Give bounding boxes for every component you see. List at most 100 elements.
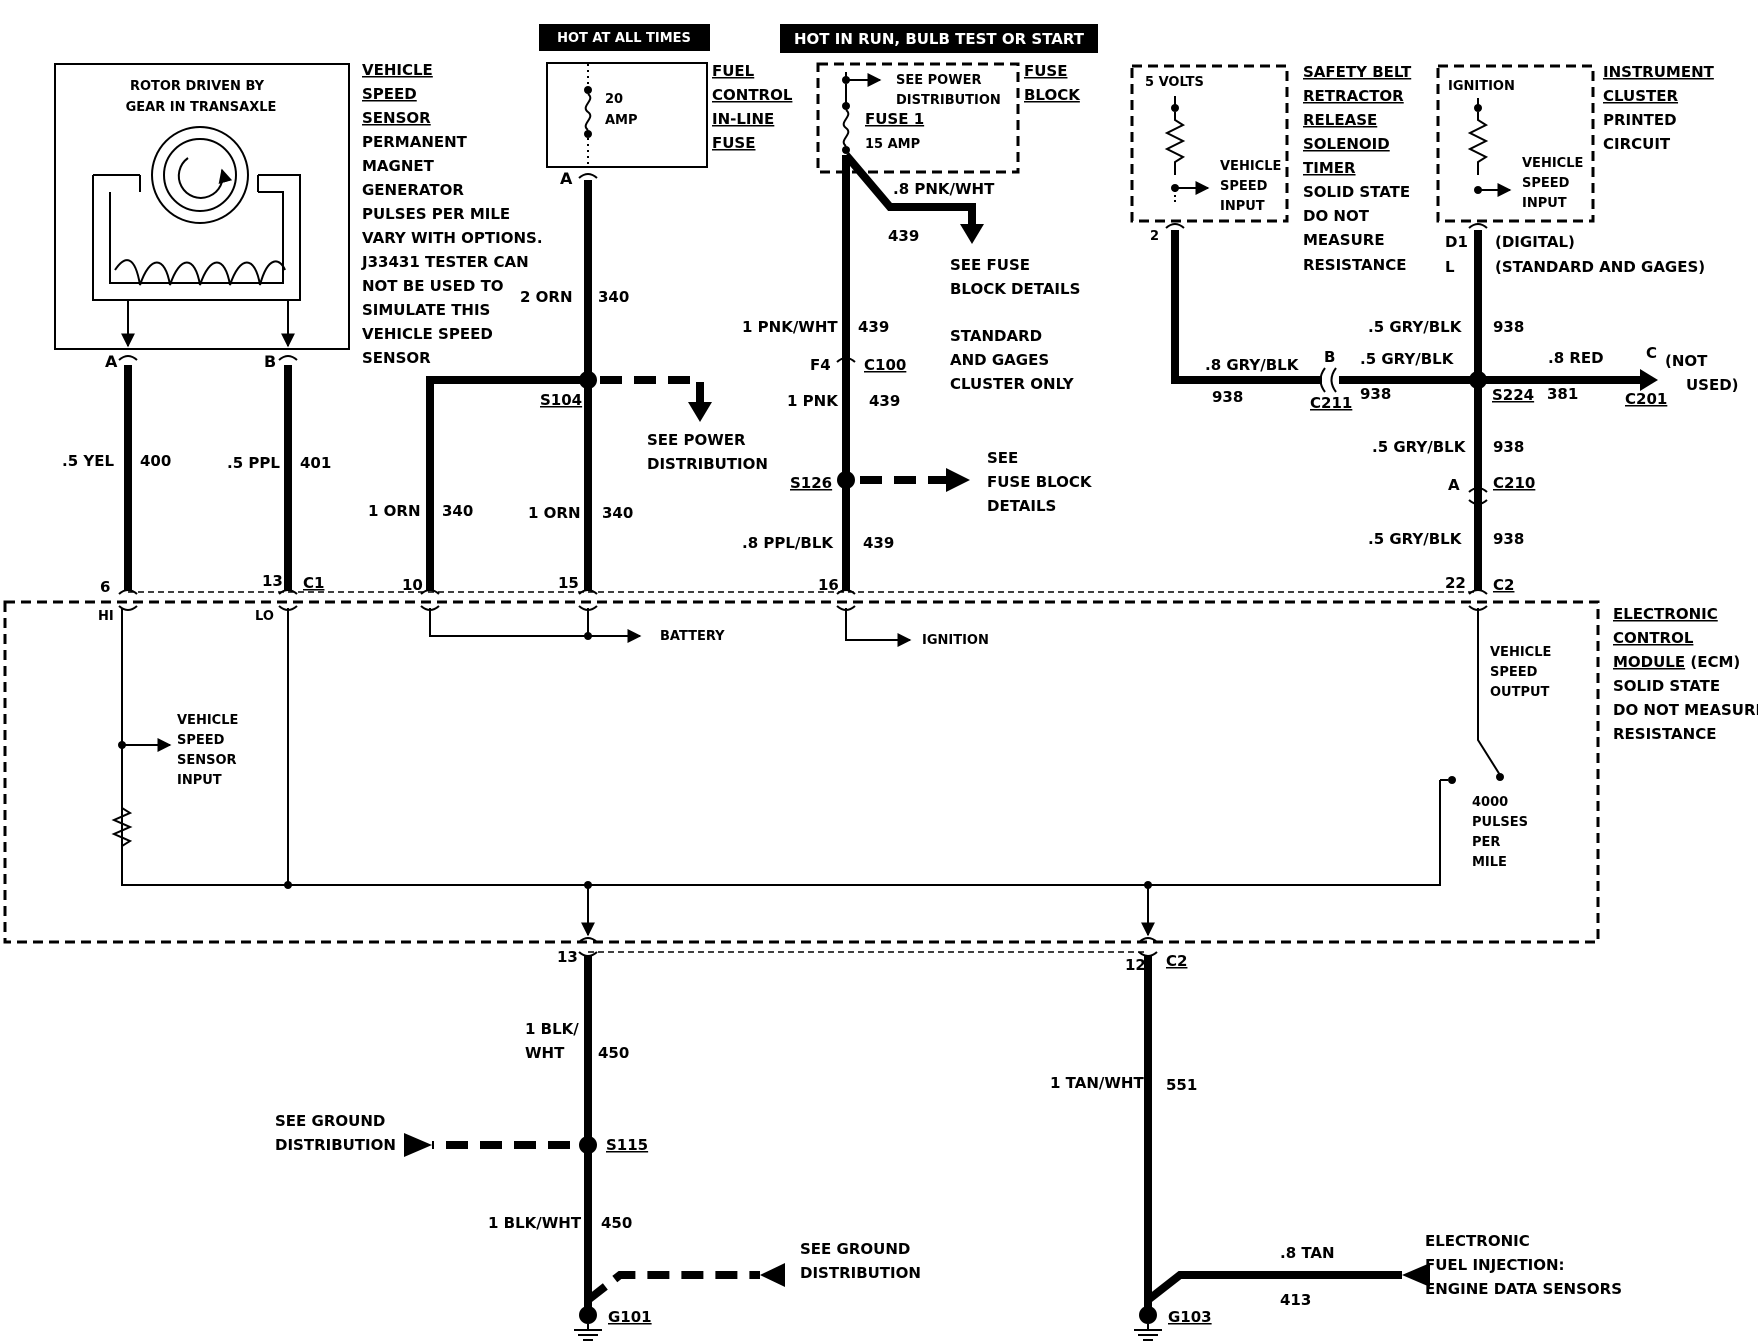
svg-text:CONTROL: CONTROL: [1613, 629, 1694, 647]
svg-text:2 ORN: 2 ORN: [520, 288, 573, 306]
svg-text:MAGNET: MAGNET: [362, 157, 435, 175]
svg-text:PERMANENT: PERMANENT: [362, 133, 468, 151]
svg-text:SEE: SEE: [987, 449, 1018, 467]
svg-text:TIMER: TIMER: [1303, 159, 1356, 177]
svg-text:PULSES PER MILE: PULSES PER MILE: [362, 205, 510, 223]
svg-text:VEHICLE: VEHICLE: [1220, 159, 1281, 174]
svg-text:938: 938: [1493, 530, 1524, 548]
svg-text:C2: C2: [1493, 576, 1514, 594]
svg-text:.8 RED: .8 RED: [1548, 349, 1604, 367]
svg-text:1 PNK/WHT: 1 PNK/WHT: [742, 318, 838, 336]
svg-text:12: 12: [1125, 956, 1146, 974]
svg-text:VEHICLE: VEHICLE: [362, 61, 433, 79]
svg-text:439: 439: [869, 392, 900, 410]
wire-400: .5 YEL 400: [62, 355, 171, 590]
svg-text:SEE FUSE: SEE FUSE: [950, 256, 1030, 274]
svg-text:DISTRIBUTION: DISTRIBUTION: [275, 1136, 396, 1154]
svg-text:S126: S126: [790, 474, 832, 492]
svg-text:DETAILS: DETAILS: [987, 497, 1056, 515]
svg-text:SEE POWER: SEE POWER: [896, 73, 981, 88]
svg-text:DISTRIBUTION: DISTRIBUTION: [896, 93, 1001, 108]
svg-text:SENSOR: SENSOR: [177, 753, 237, 768]
svg-text:SOLID STATE: SOLID STATE: [1613, 677, 1720, 695]
svg-text:SOLENOID: SOLENOID: [1303, 135, 1390, 153]
svg-text:SPEED: SPEED: [1522, 176, 1570, 191]
svg-text:AMP: AMP: [605, 113, 638, 128]
svg-text:340: 340: [598, 288, 629, 306]
svg-text:.5 GRY/BLK: .5 GRY/BLK: [1368, 530, 1463, 548]
svg-text:PRINTED: PRINTED: [1603, 111, 1677, 129]
svg-text:GENERATOR: GENERATOR: [362, 181, 464, 199]
svg-text:RESISTANCE: RESISTANCE: [1303, 256, 1406, 274]
svg-text:HI: HI: [98, 609, 114, 624]
svg-text:SENSOR: SENSOR: [362, 349, 431, 367]
svg-text:6: 6: [100, 578, 110, 596]
svg-text:.5 YEL: .5 YEL: [62, 452, 114, 470]
svg-text:AND GAGES: AND GAGES: [950, 351, 1049, 369]
svg-text:BLOCK DETAILS: BLOCK DETAILS: [950, 280, 1080, 298]
svg-text:DISTRIBUTION: DISTRIBUTION: [647, 455, 768, 473]
svg-text:BATTERY: BATTERY: [660, 629, 725, 644]
svg-text:4000: 4000: [1472, 795, 1508, 810]
svg-text:13: 13: [262, 572, 283, 590]
svg-text:SEE POWER: SEE POWER: [647, 431, 746, 449]
svg-text:DO NOT MEASURE: DO NOT MEASURE: [1613, 701, 1758, 719]
svg-text:(DIGITAL): (DIGITAL): [1495, 233, 1575, 251]
svg-text:SENSOR: SENSOR: [362, 109, 431, 127]
svg-text:.8 TAN: .8 TAN: [1280, 1244, 1335, 1262]
svg-text:CONTROL: CONTROL: [712, 86, 793, 104]
svg-text:381: 381: [1547, 385, 1578, 403]
svg-text:FUSE BLOCK: FUSE BLOCK: [987, 473, 1093, 491]
svg-text:16: 16: [818, 576, 839, 594]
svg-text:.5 GRY/BLK: .5 GRY/BLK: [1372, 438, 1467, 456]
svg-text:PER: PER: [1472, 835, 1500, 850]
svg-text:MODULE (ECM): MODULE (ECM): [1613, 653, 1740, 671]
svg-text:J33431 TESTER CAN: J33431 TESTER CAN: [361, 253, 529, 271]
wire-439: .8 PNK/WHT 439 SEE FUSE BLOCK DETAILS ST…: [742, 152, 1093, 590]
svg-text:938: 938: [1493, 438, 1524, 456]
svg-text:.5 PPL: .5 PPL: [227, 454, 280, 472]
svg-text:S115: S115: [606, 1136, 648, 1154]
svg-text:L: L: [1445, 258, 1455, 276]
svg-text:450: 450: [598, 1044, 629, 1062]
svg-text:A: A: [560, 169, 573, 188]
svg-text:MILE: MILE: [1472, 855, 1507, 870]
svg-text:ELECTRONIC: ELECTRONIC: [1613, 605, 1718, 623]
svg-text:VEHICLE: VEHICLE: [177, 713, 238, 728]
svg-text:15: 15: [558, 574, 579, 592]
svg-text:HOT AT ALL TIMES: HOT AT ALL TIMES: [557, 31, 691, 46]
svg-text:STANDARD: STANDARD: [950, 327, 1042, 345]
svg-text:20: 20: [605, 92, 623, 107]
ecm-module: 6 13 C1 10 15 16 22 C2 HI LO BATTERY IGN…: [3, 572, 1758, 957]
svg-text:BLOCK: BLOCK: [1024, 86, 1081, 104]
svg-text:D1: D1: [1445, 233, 1468, 251]
svg-text:B: B: [264, 352, 276, 371]
svg-text:ELECTRONIC: ELECTRONIC: [1425, 1232, 1530, 1250]
svg-text:450: 450: [601, 1214, 632, 1232]
svg-text:RELEASE: RELEASE: [1303, 111, 1377, 129]
safety-belt-timer: 5 VOLTS VEHICLE SPEED INPUT 2 SAFETY BEL…: [1130, 63, 1412, 274]
fuel-control-fuse: 20 AMP FUEL CONTROL IN-LINE FUSE A: [546, 62, 793, 188]
ground-g103: G103: [1134, 1306, 1212, 1341]
svg-text:938: 938: [1493, 318, 1524, 336]
svg-text:LO: LO: [255, 609, 274, 624]
svg-text:IGNITION: IGNITION: [922, 633, 989, 648]
svg-text:FUSE 1: FUSE 1: [865, 110, 924, 128]
svg-text:401: 401: [300, 454, 331, 472]
ground-g101: G101: [574, 1306, 652, 1341]
svg-text:CIRCUIT: CIRCUIT: [1603, 135, 1671, 153]
svg-text:.8 GRY/BLK: .8 GRY/BLK: [1205, 356, 1300, 374]
svg-text:1 BLK/: 1 BLK/: [525, 1020, 579, 1038]
svg-text:ENGINE DATA SENSORS: ENGINE DATA SENSORS: [1425, 1280, 1622, 1298]
svg-text:SEE GROUND: SEE GROUND: [275, 1112, 385, 1130]
svg-text:C201: C201: [1625, 390, 1667, 408]
svg-text:C1: C1: [303, 574, 324, 592]
svg-text:NOT BE USED TO: NOT BE USED TO: [362, 277, 504, 295]
svg-text:B: B: [1324, 348, 1335, 366]
instrument-cluster: IGNITION VEHICLE SPEED INPUT D1 L (DIGIT…: [1436, 63, 1715, 276]
svg-text:439: 439: [858, 318, 889, 336]
svg-text:SPEED: SPEED: [177, 733, 225, 748]
svg-text:22: 22: [1445, 574, 1466, 592]
svg-text:C2: C2: [1166, 952, 1187, 970]
